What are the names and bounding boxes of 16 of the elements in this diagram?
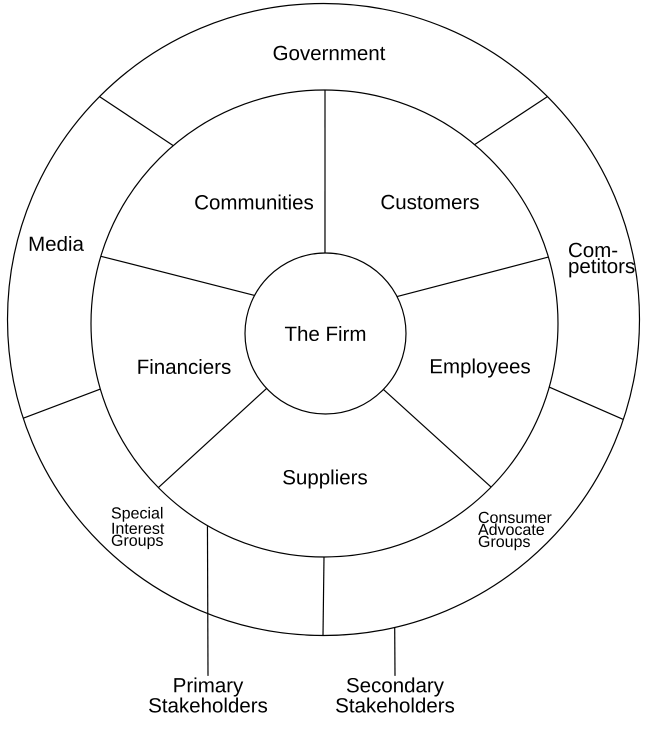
sector-label: Employees — [430, 358, 530, 378]
leader-line — [206, 526, 209, 676]
sector-label: Special Interest Groups — [112, 506, 164, 550]
callout-label: Primary Stakeholders — [149, 677, 268, 713]
leader-line — [394, 628, 396, 676]
sector-label: Financiers — [138, 358, 231, 374]
outer-ring — [6, 2, 640, 636]
sector-label: Media — [30, 236, 84, 252]
sector-label: Government — [274, 46, 386, 60]
callout-label: Secondary Stakeholders — [336, 677, 454, 713]
sector-label: Suppliers — [283, 469, 367, 489]
sector-label: Consumer Advocate Groups — [478, 512, 552, 550]
sector-label: Customers — [381, 194, 479, 210]
sector-label: Com- petitors — [569, 242, 634, 278]
sector-label: Communities — [195, 194, 314, 210]
middle-ring — [90, 89, 559, 558]
